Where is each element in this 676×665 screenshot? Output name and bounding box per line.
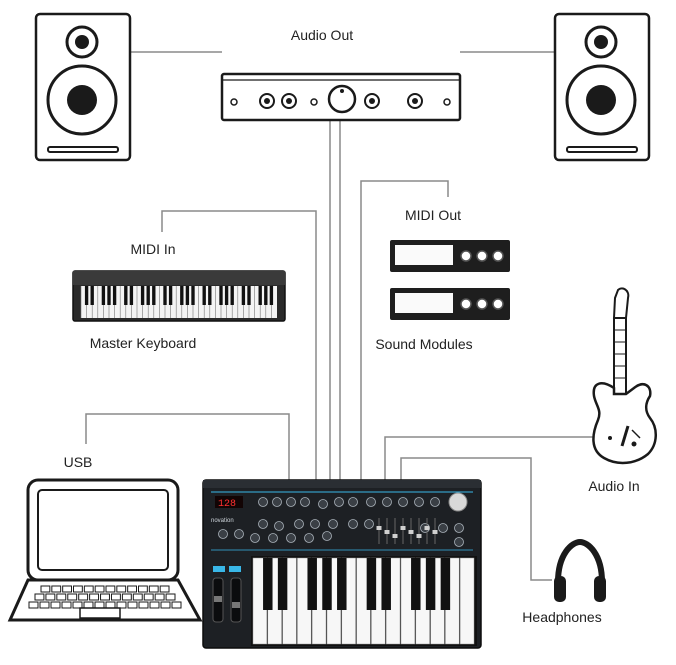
amplifier-icon: [220, 72, 462, 122]
label-audio-in: Audio In: [588, 478, 639, 494]
synthesizer-icon: 128 novation: [202, 479, 482, 649]
headphones-icon: [554, 538, 606, 602]
label-sound-modules: Sound Modules: [375, 336, 472, 352]
label-usb: USB: [64, 454, 93, 470]
wire-audio-in: [384, 436, 595, 482]
synth-display: [215, 496, 243, 508]
synth-display-value: 128: [218, 499, 236, 510]
label-master-keyboard: Master Keyboard: [90, 335, 197, 351]
master-keyboard-icon: [72, 270, 286, 322]
electric-guitar-icon: [592, 287, 657, 465]
label-midi-out: MIDI Out: [405, 207, 461, 223]
synth-brand: novation: [211, 518, 234, 524]
wire-usb: [85, 413, 290, 482]
speaker-right-icon: [553, 12, 651, 162]
label-headphones: Headphones: [522, 609, 601, 625]
speaker-left-icon: [34, 12, 132, 162]
sound-module-1-icon: [390, 240, 510, 272]
label-audio-out: Audio Out: [291, 27, 353, 43]
wire-midi-in: [161, 210, 317, 482]
connection-wires: [85, 51, 595, 581]
label-midi-in: MIDI In: [130, 241, 175, 257]
wire-midi-out: [360, 180, 449, 482]
sound-module-2-icon: [390, 288, 510, 320]
wire-headphones: [400, 457, 552, 581]
laptop-icon: [7, 478, 203, 622]
